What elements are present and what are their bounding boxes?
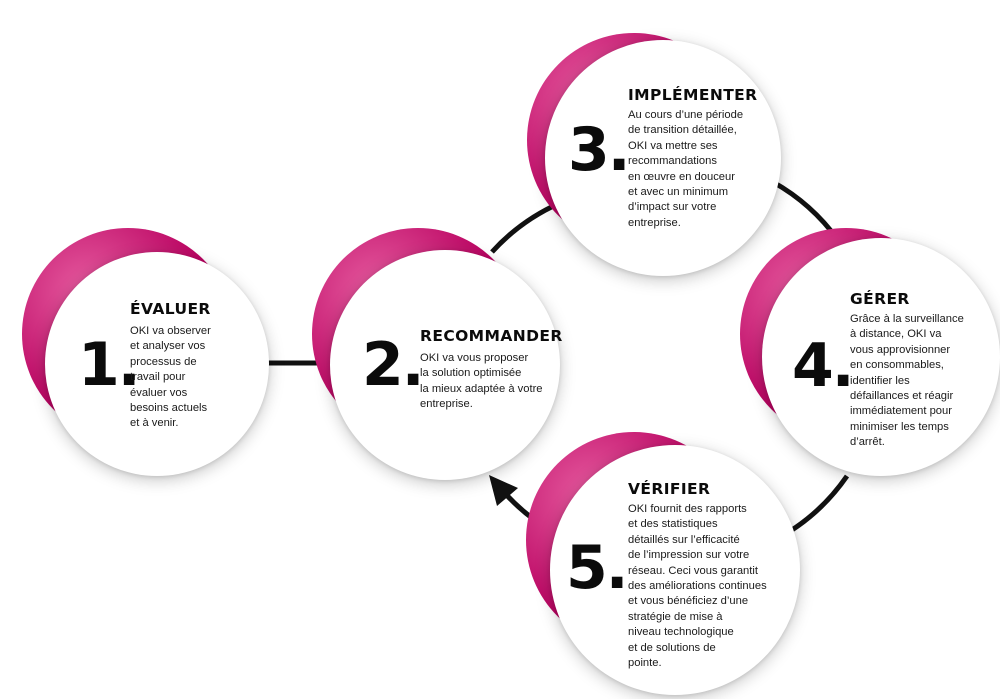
step-4-text: Grâce à la surveillance à distance, OKI … bbox=[850, 313, 964, 449]
step-3-number: 3. bbox=[568, 115, 631, 185]
step-1-disc bbox=[45, 252, 269, 476]
step-1-text: OKI va observer et analyser vos processu… bbox=[130, 325, 211, 430]
step-3-disc bbox=[545, 40, 781, 276]
step-2-text: OKI va vous proposer la solution optimis… bbox=[420, 352, 543, 411]
step-3-title: IMPLÉMENTER bbox=[628, 86, 758, 104]
step-2-title: RECOMMANDER bbox=[420, 327, 563, 345]
step-5-text: OKI fournit des rapports et des statisti… bbox=[628, 503, 767, 670]
step-2-disc bbox=[330, 250, 560, 480]
step-1-number: 1. bbox=[78, 330, 141, 400]
step-2-number: 2. bbox=[362, 330, 425, 400]
step-4-disc bbox=[762, 238, 1000, 476]
step-5-number: 5. bbox=[566, 533, 629, 603]
arrowhead-icon bbox=[489, 475, 518, 506]
connector-arc-2-3 bbox=[490, 200, 562, 254]
step-1-title: ÉVALUER bbox=[130, 300, 211, 318]
step-5-disc bbox=[550, 445, 800, 695]
step-4-number: 4. bbox=[792, 331, 855, 401]
step-5-title: VÉRIFIER bbox=[628, 480, 711, 498]
step-4-title: GÉRER bbox=[850, 290, 910, 308]
step-3-text: Au cours d’une période de transition dét… bbox=[628, 109, 744, 229]
